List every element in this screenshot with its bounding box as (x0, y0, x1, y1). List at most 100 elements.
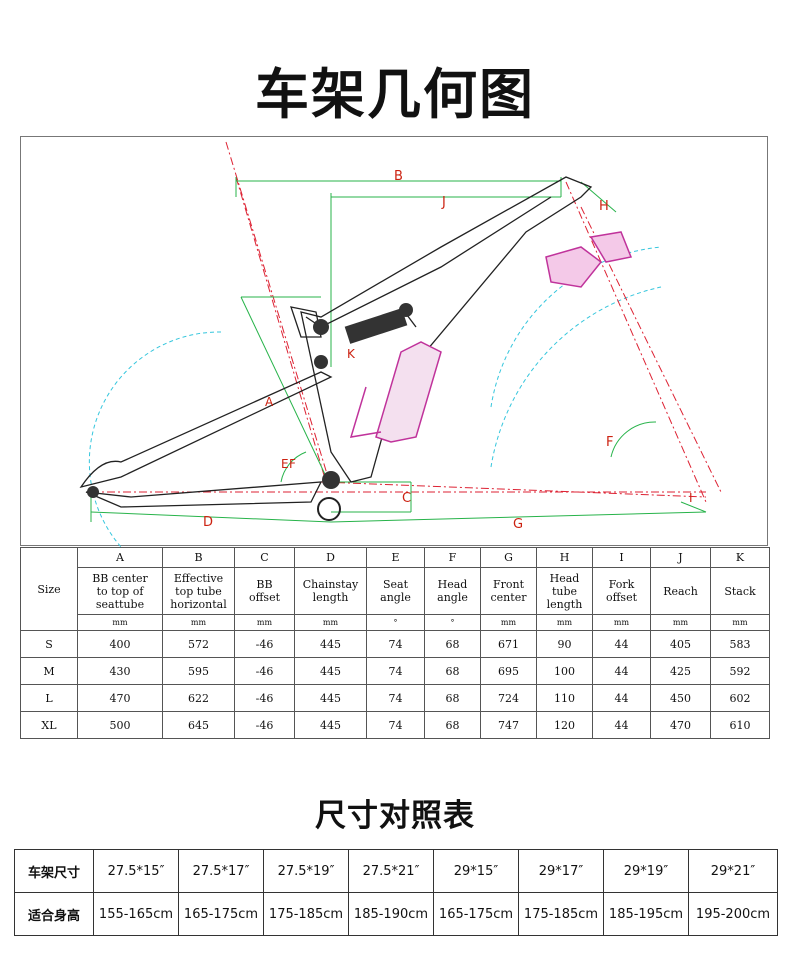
cell: 100 (536, 657, 593, 685)
height-cell: 175-185cm (518, 892, 604, 936)
cell: 695 (480, 657, 537, 685)
table-row: XL 500 645 -46 445 74 68 747 120 44 470 … (20, 711, 770, 739)
front-wheel-arc-outer (490, 286, 662, 468)
cell: 445 (294, 711, 367, 739)
cell: 68 (424, 630, 481, 658)
row-size: XL (20, 711, 78, 739)
frame-size-label: 车架尺寸 (14, 849, 94, 893)
cell: 595 (162, 657, 235, 685)
dimension-label-a: A (265, 395, 274, 409)
dimension-label-e: E (281, 457, 289, 471)
col-unit: mm (480, 614, 537, 631)
cell: 430 (77, 657, 163, 685)
col-desc: Stack (710, 567, 770, 615)
dimension-label-c: C (402, 491, 412, 506)
dimension-label-d: D (203, 515, 214, 530)
cell: 68 (424, 711, 481, 739)
col-letter: H (536, 547, 593, 568)
cell: 44 (592, 630, 651, 658)
height-cell: 185-195cm (603, 892, 689, 936)
cell: 74 (366, 684, 425, 712)
cell: 445 (294, 684, 367, 712)
frame-size-cell: 27.5*19″ (263, 849, 349, 893)
col-letter: J (650, 547, 711, 568)
table-row: L 470 622 -46 445 74 68 724 110 44 450 6… (20, 684, 770, 712)
frame-size-cell: 29*15″ (433, 849, 519, 893)
cell: 44 (592, 657, 651, 685)
size-chart-title: 尺寸对照表 (315, 798, 475, 834)
frame-size-cell: 29*21″ (688, 849, 778, 893)
col-letter: E (366, 547, 425, 568)
col-unit: mm (77, 614, 163, 631)
cell: 724 (480, 684, 537, 712)
cell: 610 (710, 711, 770, 739)
table-row: 车架尺寸 27.5*15″ 27.5*17″ 27.5*19″ 27.5*21″… (14, 849, 778, 893)
cell: 74 (366, 657, 425, 685)
cell: 592 (710, 657, 770, 685)
headset (545, 231, 633, 288)
col-unit: mm (294, 614, 367, 631)
height-cell: 165-175cm (433, 892, 519, 936)
frame-geometry-diagram: B J H K A E F F C D G I (20, 136, 768, 548)
height-cell: 155-165cm (93, 892, 179, 936)
dimension-label-i: I (689, 491, 693, 505)
frame-size-cell: 29*19″ (603, 849, 689, 893)
row-size: L (20, 684, 78, 712)
dimension-label-f-rear: F (289, 457, 296, 471)
table-row: 适合身高 155-165cm 165-175cm 175-185cm 185-1… (14, 892, 778, 936)
height-cell: 195-200cm (688, 892, 778, 936)
cell: 74 (366, 630, 425, 658)
col-unit: mm (592, 614, 651, 631)
cell: 405 (650, 630, 711, 658)
col-unit: mm (234, 614, 295, 631)
col-unit: mm (536, 614, 593, 631)
cell: 583 (710, 630, 770, 658)
page-title: 车架几何图 (255, 63, 535, 126)
size-chart-table: 车架尺寸 27.5*15″ 27.5*17″ 27.5*19″ 27.5*21″… (14, 849, 778, 936)
frame-size-cell: 27.5*17″ (178, 849, 264, 893)
cell: 602 (710, 684, 770, 712)
col-unit: mm (710, 614, 770, 631)
col-letter: I (592, 547, 651, 568)
height-cell: 175-185cm (263, 892, 349, 936)
size-column-header: Size (20, 547, 78, 631)
col-letter: D (294, 547, 367, 568)
cell: 110 (536, 684, 593, 712)
cell: 622 (162, 684, 235, 712)
col-unit: mm (162, 614, 235, 631)
cell: -46 (234, 711, 295, 739)
cell: 68 (424, 657, 481, 685)
cell: 470 (650, 711, 711, 739)
cell: 44 (592, 684, 651, 712)
frame-size-cell: 27.5*15″ (93, 849, 179, 893)
cell: 450 (650, 684, 711, 712)
table-row: M 430 595 -46 445 74 68 695 100 44 425 5… (20, 657, 770, 685)
col-letter: G (480, 547, 537, 568)
frame-size-cell: 29*17″ (518, 849, 604, 893)
col-unit: ° (366, 614, 425, 631)
cell: 90 (536, 630, 593, 658)
cell: -46 (234, 657, 295, 685)
dimension-label-j: J (442, 195, 446, 210)
cell: -46 (234, 630, 295, 658)
dimension-label-b: B (394, 169, 403, 184)
col-letter: K (710, 547, 770, 568)
cell: 68 (424, 684, 481, 712)
dimension-label-k: K (347, 347, 355, 361)
rider-height-label: 适合身高 (14, 892, 94, 936)
rear-shock (87, 303, 413, 521)
col-unit: mm (650, 614, 711, 631)
cell: 445 (294, 657, 367, 685)
col-letter: C (234, 547, 295, 568)
cell: 74 (366, 711, 425, 739)
rear-wheel-arc (88, 331, 222, 548)
cell: -46 (234, 684, 295, 712)
